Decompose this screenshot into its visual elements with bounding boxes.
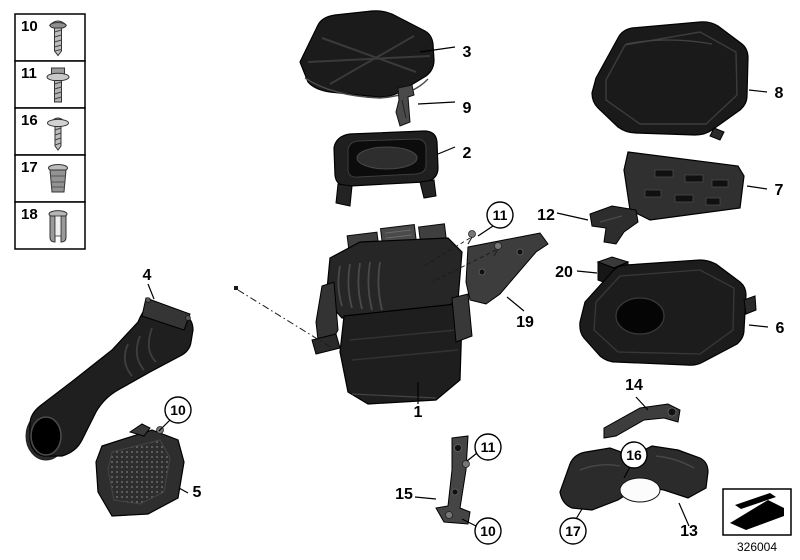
part-mounting-plate: [623, 151, 745, 221]
callout-fastener-17[interactable]: 17: [559, 517, 587, 545]
part-clip: [589, 205, 639, 245]
washer-screw-icon: [47, 117, 69, 151]
expansion-clip-icon: [48, 210, 68, 243]
callout-13[interactable]: 13: [680, 523, 698, 540]
part-under-cover: [579, 259, 757, 366]
callout-3[interactable]: 3: [463, 44, 472, 61]
legend-label-10: 10: [21, 18, 38, 35]
legend-item-17[interactable]: 17: [14, 154, 86, 203]
callout-1[interactable]: 1: [414, 404, 423, 421]
part-upper-cover: [299, 10, 435, 99]
doc-number: 326004: [737, 540, 777, 554]
callout-12[interactable]: 12: [537, 207, 555, 224]
callout-19[interactable]: 19: [516, 314, 534, 331]
legend-label-11: 11: [21, 65, 37, 82]
part-retaining-bracket: [395, 84, 415, 127]
callout-label: 11: [481, 439, 496, 455]
part-support-bracket: [435, 435, 471, 525]
legend-item-11[interactable]: 11: [14, 60, 86, 109]
part-lower-trim-cover: [559, 445, 709, 511]
leader-lines: [147, 46, 769, 527]
callout-fastener-10-b[interactable]: 10: [474, 517, 502, 545]
part-air-duct: [25, 297, 194, 461]
callout-2[interactable]: 2: [463, 145, 472, 162]
flange-bolt-icon: [46, 67, 70, 103]
screw-glyph: [462, 460, 470, 468]
screw-glyph: [445, 511, 453, 519]
legend-label-17: 17: [21, 159, 38, 176]
callout-fastener-16[interactable]: 16: [620, 441, 648, 469]
callout-9[interactable]: 9: [463, 100, 472, 117]
callout-20[interactable]: 20: [555, 264, 573, 281]
callout-7[interactable]: 7: [775, 182, 784, 199]
part-support-strap: [603, 403, 681, 439]
construction-lines: [234, 237, 497, 349]
legend-item-16[interactable]: 16: [14, 107, 86, 156]
screw-glyph: [467, 230, 476, 245]
callout-15[interactable]: 15: [395, 486, 413, 503]
callout-4[interactable]: 4: [143, 267, 152, 284]
callout-5[interactable]: 5: [193, 484, 202, 501]
callout-label: 11: [493, 207, 508, 223]
callout-label: 17: [565, 523, 581, 539]
callout-fastener-11-b[interactable]: 11: [474, 433, 502, 461]
legend-label-18: 18: [21, 206, 38, 223]
callout-fastener-10-a[interactable]: 10: [164, 396, 192, 424]
part-holder-bracket: [465, 230, 549, 305]
part-control-unit-box: [311, 223, 473, 405]
plastic-nut-icon: [48, 164, 68, 193]
part-grille-cover: [95, 423, 185, 517]
legend-item-10[interactable]: 10: [14, 13, 86, 62]
callout-label: 10: [480, 523, 496, 539]
callout-label: 16: [626, 447, 642, 463]
callout-6[interactable]: 6: [776, 320, 785, 337]
callout-fastener-11-a[interactable]: 11: [486, 201, 514, 229]
callout-14[interactable]: 14: [625, 377, 643, 394]
legend-item-18[interactable]: 18: [14, 201, 86, 250]
part-lower-housing: [333, 130, 439, 207]
screw-icon: [48, 20, 68, 57]
part-ebox-cover: [591, 21, 749, 141]
fastener-legend: 10 11 16: [14, 13, 86, 250]
screw-glyph: [493, 242, 502, 257]
legend-label-16: 16: [21, 112, 38, 129]
callout-8[interactable]: 8: [775, 85, 784, 102]
callout-label: 10: [170, 402, 186, 418]
direction-icon-box: [722, 488, 792, 536]
direction-arrow-icon: [730, 493, 784, 530]
